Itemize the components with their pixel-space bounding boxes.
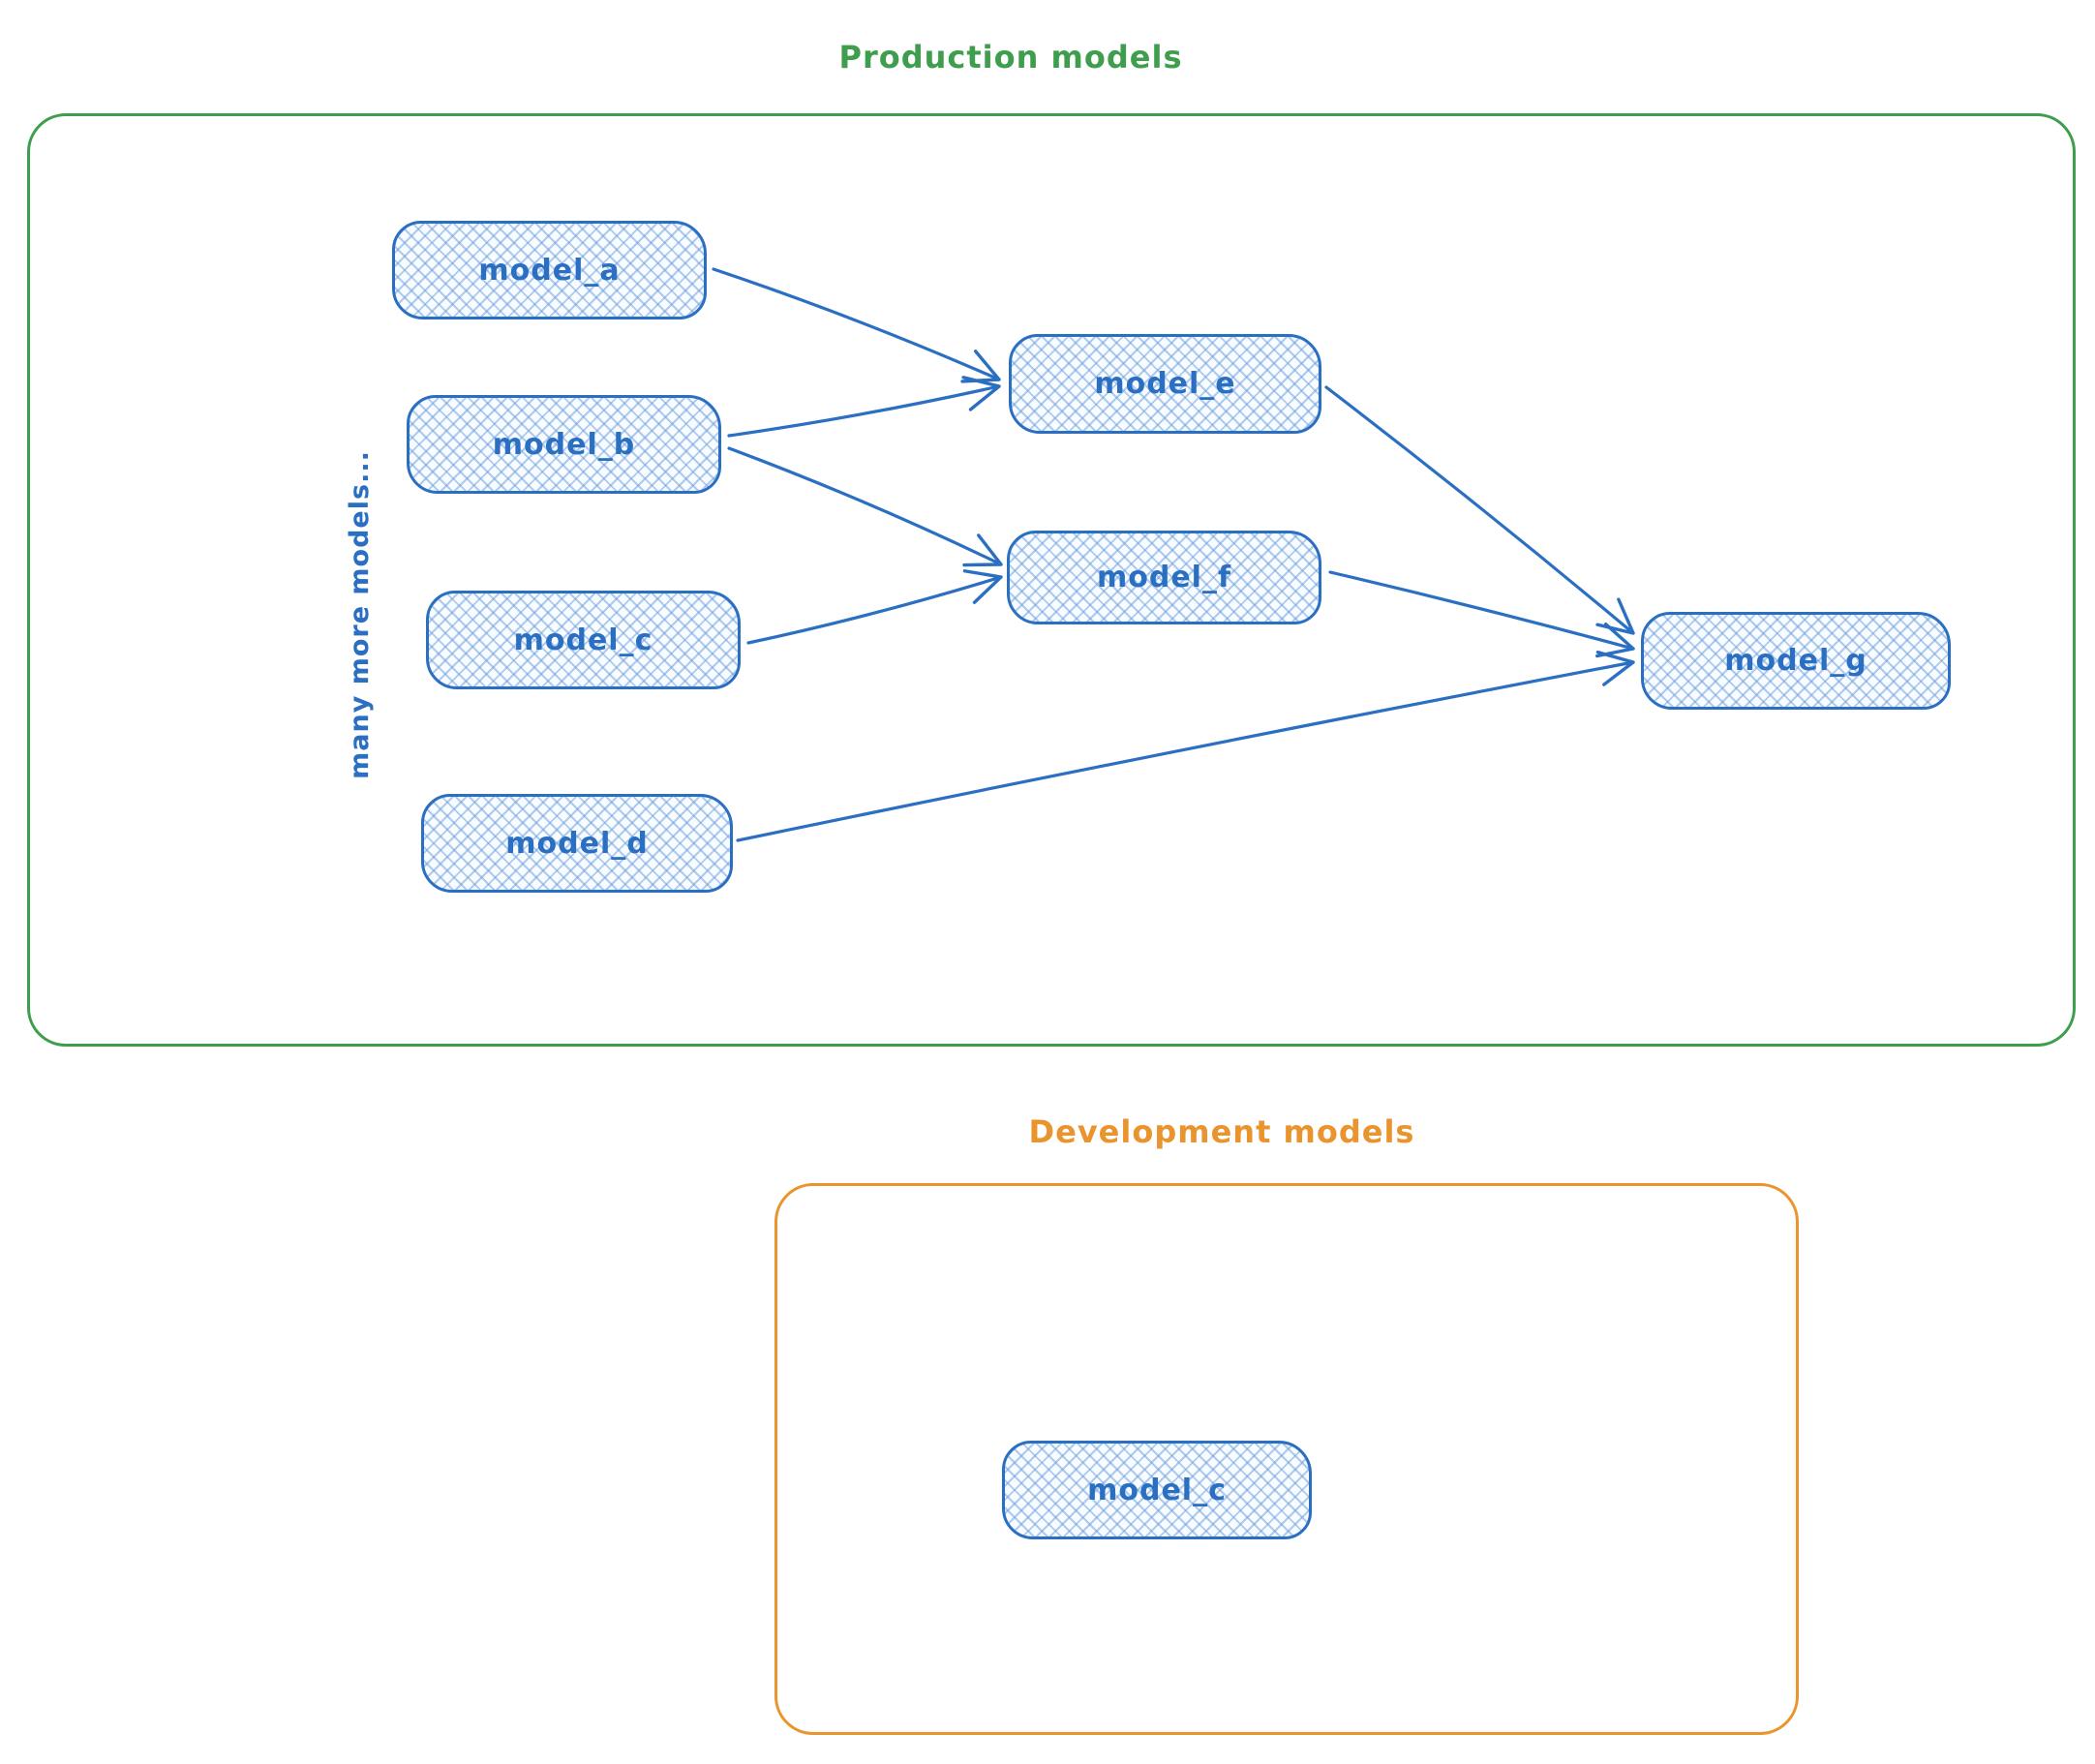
production-frame (27, 113, 2076, 1047)
node-model-d: model_d (421, 794, 733, 893)
node-model-a-label: model_a (478, 253, 621, 288)
node-model-a: model_a (392, 221, 707, 319)
node-model-e: model_e (1009, 334, 1321, 434)
node-model-b-label: model_b (492, 427, 636, 462)
node-model-f-label: model_f (1096, 561, 1232, 594)
node-model-d-label: model_d (505, 826, 649, 861)
node-model-g-label: model_g (1724, 644, 1867, 678)
node-model-f: model_f (1007, 531, 1321, 624)
production-frame-title: Production models (838, 39, 1183, 76)
development-frame (774, 1183, 1799, 1735)
node-model-e-label: model_e (1094, 367, 1236, 401)
development-frame-title: Development models (1028, 1113, 1415, 1150)
many-more-models-note: many more models... (345, 450, 375, 779)
node-model-c-label: model_c (513, 623, 653, 657)
node-model-c-dev-label: model_c (1087, 1473, 1227, 1507)
node-model-g: model_g (1641, 612, 1951, 710)
node-model-b: model_b (407, 395, 721, 494)
node-model-c: model_c (426, 591, 741, 689)
node-model-c-dev: model_c (1002, 1441, 1312, 1539)
